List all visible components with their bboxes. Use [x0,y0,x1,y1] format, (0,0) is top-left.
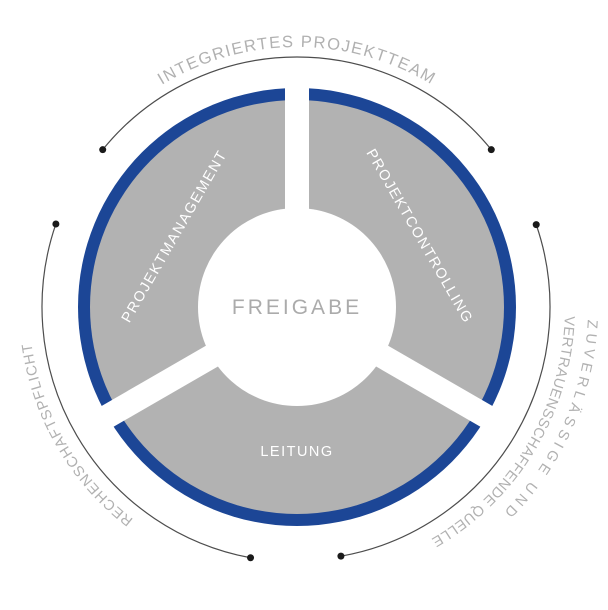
arc-endpoint-dot [487,146,495,154]
arc-group-top [99,56,495,154]
decorative-arc-right [340,224,551,557]
arc-endpoint-dot [532,221,540,229]
decorative-arc-top [102,56,492,151]
arc-endpoint-dot [337,552,345,560]
decorative-arc-left [41,223,251,559]
segment-label-leitung: LEITUNG [260,444,333,460]
arc-group-left [41,220,255,562]
arc-endpoint-dot [99,146,107,154]
center-label: FREIGABE [232,296,362,319]
arc-endpoint-dot [247,554,255,562]
arc-group-right [337,221,551,560]
center-circle [198,208,396,406]
arc-endpoint-dot [52,220,60,228]
